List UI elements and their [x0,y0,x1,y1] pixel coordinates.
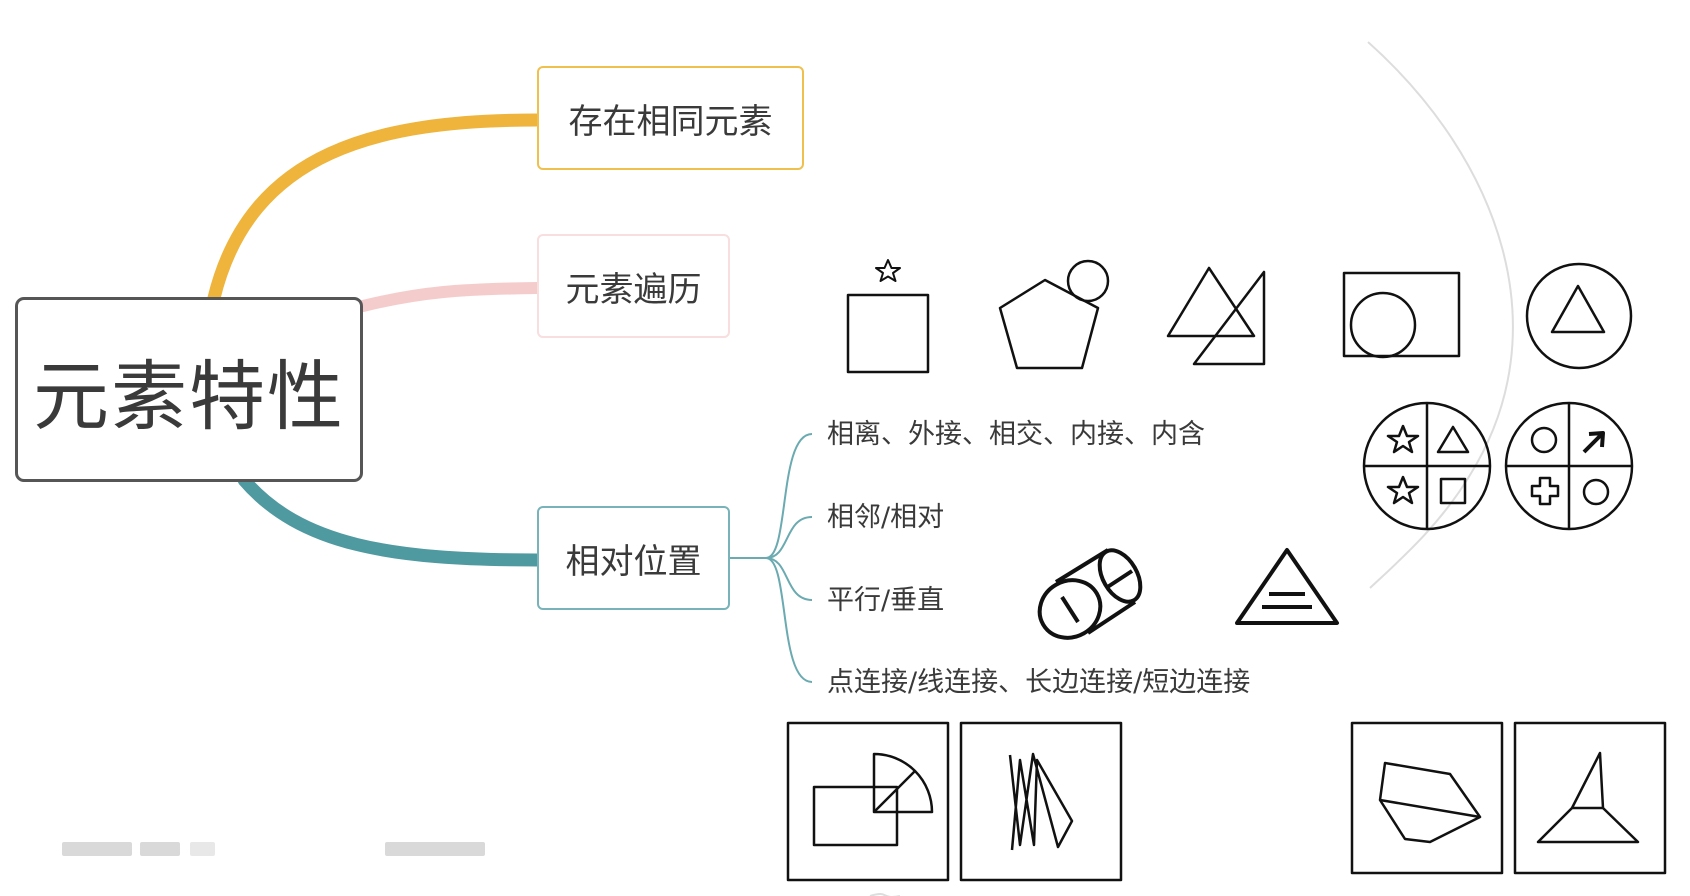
blurred-watermark [385,842,485,856]
leaf-node-parallel-perpendicular[interactable]: 平行/垂直 [827,585,945,616]
leaf-bracket [730,433,813,683]
background-arc-bottom [869,893,900,896]
blurred-watermark [62,842,132,856]
root-node[interactable]: 元素特性 [15,297,363,482]
branch-node-same-elements[interactable]: 存在相同元素 [537,66,804,170]
leaf-node-circle-relations[interactable]: 相离、外接、相交、内接、内含 [827,419,1205,450]
connector-branch-3 [237,473,544,567]
leaf-node-connection-types[interactable]: 点连接/线连接、长边连接/短边连接 [827,667,1251,698]
connector-branch-2 [357,282,543,312]
background-arc [1367,41,1514,589]
figure-overlapping-triangles [1166,266,1266,366]
figure-box-spike-shape [1513,721,1667,875]
blurred-watermark [140,842,180,856]
figure-box-rectangle-sector [786,721,950,882]
figure-tilted-cylinder [1037,548,1143,640]
figure-box-zigzag-lines [959,721,1123,882]
figure-pentagon-with-circle [998,259,1110,370]
figure-circle-with-triangle [1525,262,1633,370]
blurred-watermark [190,842,215,856]
leaf-node-adjacent-opposite[interactable]: 相邻/相对 [827,502,945,533]
figure-quartered-circle-1 [1362,401,1492,531]
figure-triangle-with-lines [1235,548,1339,625]
figure-square-with-star [846,259,930,374]
figure-rectangle-with-circle [1342,271,1461,359]
connector-branch-1 [207,113,544,305]
branch-node-traversal[interactable]: 元素遍历 [537,234,730,338]
figure-box-hexagon-with-diagonal [1350,721,1504,875]
branch-node-relative-position[interactable]: 相对位置 [537,506,730,610]
figure-quartered-circle-2 [1504,401,1634,531]
